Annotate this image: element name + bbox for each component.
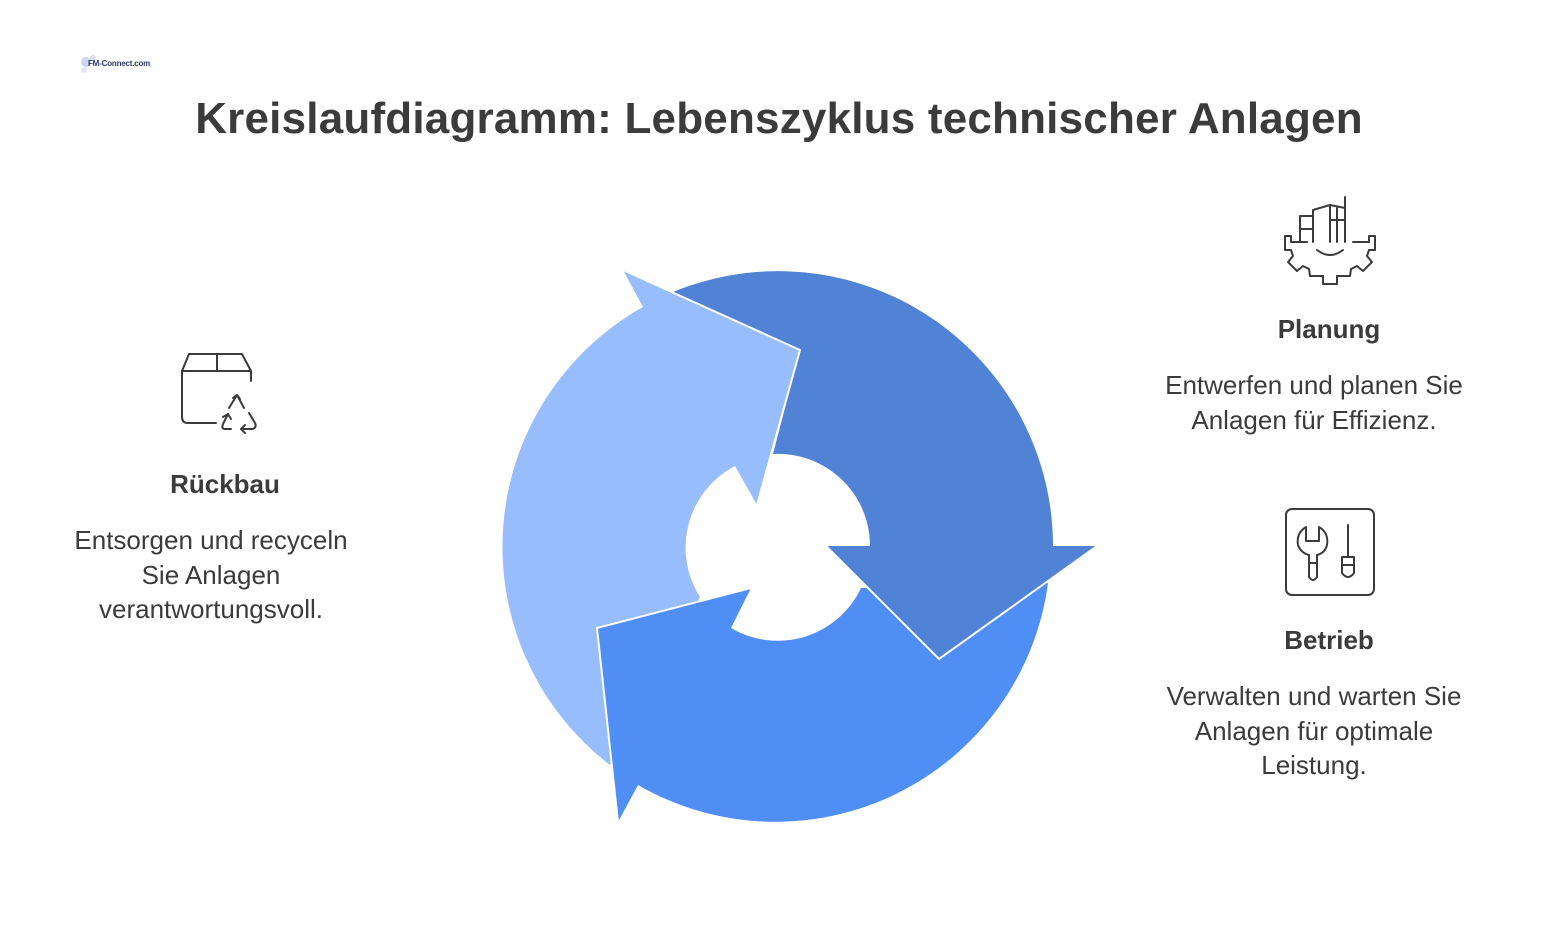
logo-text: FM-Connect.com [88, 59, 151, 68]
rueckbau-arrow [502, 270, 800, 765]
planung-description: Entwerfen und planen Sie Anlagen für Eff… [1165, 370, 1463, 435]
page-title: Kreislaufdiagramm: Lebenszyklus technisc… [195, 94, 1363, 143]
rueckbau-heading: Rückbau [170, 469, 280, 499]
planung-arrow [673, 271, 1097, 659]
betrieb-description: Verwalten und warten Sie Anlagen für opt… [1166, 681, 1462, 780]
betrieb-heading: Betrieb [1284, 625, 1374, 655]
rueckbau-description: Entsorgen und recyceln Sie Anlagen veran… [74, 525, 348, 624]
logo [81, 55, 96, 73]
planung-heading: Planung [1277, 314, 1381, 344]
building-gear-icon [1284, 196, 1376, 285]
tools-wrench-screwdriver-icon [1285, 508, 1375, 596]
box-recycle-icon [181, 353, 257, 434]
